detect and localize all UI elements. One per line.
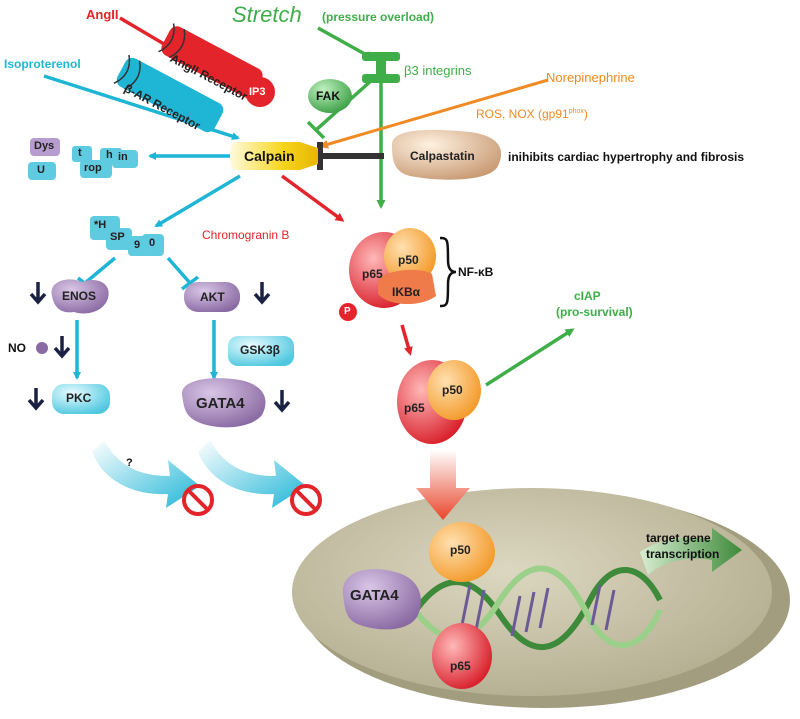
gata4-shape <box>181 378 266 428</box>
fak-shape <box>308 79 352 113</box>
dimer-p65-label: p65 <box>404 401 425 415</box>
phospho-shape <box>339 303 357 321</box>
question-label: ? <box>126 457 133 469</box>
nucleus-p50-shape <box>429 522 495 582</box>
dimer-to-nucleus-arrow <box>416 450 470 520</box>
ip3-shape <box>245 77 275 107</box>
stretch-note: (pressure overload) <box>322 10 435 24</box>
calpain-to-chromogranin-arrow <box>280 174 345 222</box>
dystrophin-part-4: rop <box>84 162 102 174</box>
pkc-label: PKC <box>66 391 92 405</box>
target-gene-label: target gene <box>646 531 711 545</box>
akt-label: AKT <box>200 290 225 304</box>
no-label: NO <box>8 341 26 355</box>
norepinephrine-arrow <box>319 78 549 149</box>
dimer-p50-label: p50 <box>442 383 463 397</box>
dystrophin-part-2: U <box>37 164 45 176</box>
akt-down-arrow <box>253 282 271 305</box>
hsp90-part-1: *H <box>94 219 107 231</box>
calpastatin-shape <box>391 129 502 180</box>
nfkb-ikba-label: IKBα <box>392 285 421 299</box>
hsp90-part-4: 0 <box>149 237 156 249</box>
hsp90-fragments <box>90 216 164 256</box>
nfkb-label: NF-κB <box>458 265 494 279</box>
isoproterenol-label: Isoproterenol <box>4 57 81 71</box>
ros-nox-label: ROS, NOX (gp91phox) <box>476 108 588 120</box>
ip3-label: IP3 <box>249 86 266 98</box>
dystrophin-part-6: in <box>118 151 128 163</box>
ciap-note: (pro-survival) <box>556 305 633 319</box>
no-shape <box>36 342 48 354</box>
gsk3b-shape <box>228 336 294 366</box>
gsk3b-label: GSK3β <box>240 343 281 357</box>
calpain-to-hsp90-arrow <box>154 174 241 228</box>
pkc-outcome-arrow <box>92 440 200 508</box>
ros-nox-sup: phox <box>568 108 584 115</box>
calpain-shape <box>230 142 318 170</box>
dystrophin-part-1: Dys <box>34 140 55 152</box>
nfkb-p65-label: p65 <box>362 267 383 281</box>
angII-label: AngII <box>86 7 119 22</box>
beta3-integrins-label: β3 integrins <box>404 63 472 78</box>
ros-nox-close: ) <box>583 107 588 121</box>
ros-nox-text: ROS, NOX (gp91 <box>476 107 569 121</box>
nfkb-ikba-shape <box>378 269 436 305</box>
nucleus-p50-label: p50 <box>450 543 471 557</box>
stretch-label: Stretch <box>232 2 302 27</box>
calpain-label: Calpain <box>244 148 295 164</box>
enos-shape <box>51 279 109 314</box>
calpastatin-effect-label: inihibits cardiac hypertrophy and fibros… <box>508 150 745 164</box>
nfkb-to-dimer-arrow <box>400 324 413 356</box>
enos-label: ENOS <box>62 289 97 303</box>
blocked-outcome-2 <box>290 484 322 516</box>
enos-down-arrow <box>29 282 47 305</box>
norepinephrine-label: Norepinephrine <box>546 70 635 85</box>
hsp90-to-akt-inhibit <box>166 256 200 291</box>
nfkb-p50-label: p50 <box>398 253 419 267</box>
gata4-down-arrow <box>273 390 291 413</box>
calpastatin-label: Calpastatin <box>410 149 475 163</box>
gata4-outcome-arrow <box>198 440 306 508</box>
ciap-label: cIAP <box>574 289 601 303</box>
dimer-to-ciap-arrow <box>485 328 575 387</box>
beta-ar-receptor-shape <box>113 54 224 133</box>
blocked-outcome-1 <box>182 484 214 516</box>
phospho-label: P <box>344 306 351 317</box>
nucleus-p65-shape <box>432 623 492 689</box>
nucleus-gata4-label: GATA4 <box>350 587 399 604</box>
hsp90-part-3: 9 <box>134 239 141 251</box>
fak-label: FAK <box>316 89 340 103</box>
pkc-down-arrow <box>27 388 45 411</box>
integrin-shape <box>362 52 400 83</box>
no-down-arrow <box>53 336 71 359</box>
akt-shape <box>184 282 240 312</box>
angII-receptor-shape <box>158 23 263 98</box>
dystrophin-fragments <box>28 138 138 180</box>
nucleus-p65-label: p65 <box>450 659 471 673</box>
dimer-p50-shape <box>427 360 481 420</box>
dystrophin-part-5: h <box>106 149 113 161</box>
nfkb-p50-shape <box>384 228 436 284</box>
pkc-shape <box>52 384 110 414</box>
nfkb-bracket <box>439 236 457 308</box>
calpastatin-inhibit <box>317 142 384 170</box>
nucleus-gata4-shape <box>342 569 421 630</box>
chromogranin-label: Chromogranin B <box>202 228 290 242</box>
dystrophin-part-3: t <box>78 147 82 159</box>
transcription-arrow <box>640 528 742 575</box>
transcription-label: transcription <box>646 547 720 561</box>
hsp90-part-2: SP <box>110 231 125 243</box>
gata4-label: GATA4 <box>196 395 245 412</box>
